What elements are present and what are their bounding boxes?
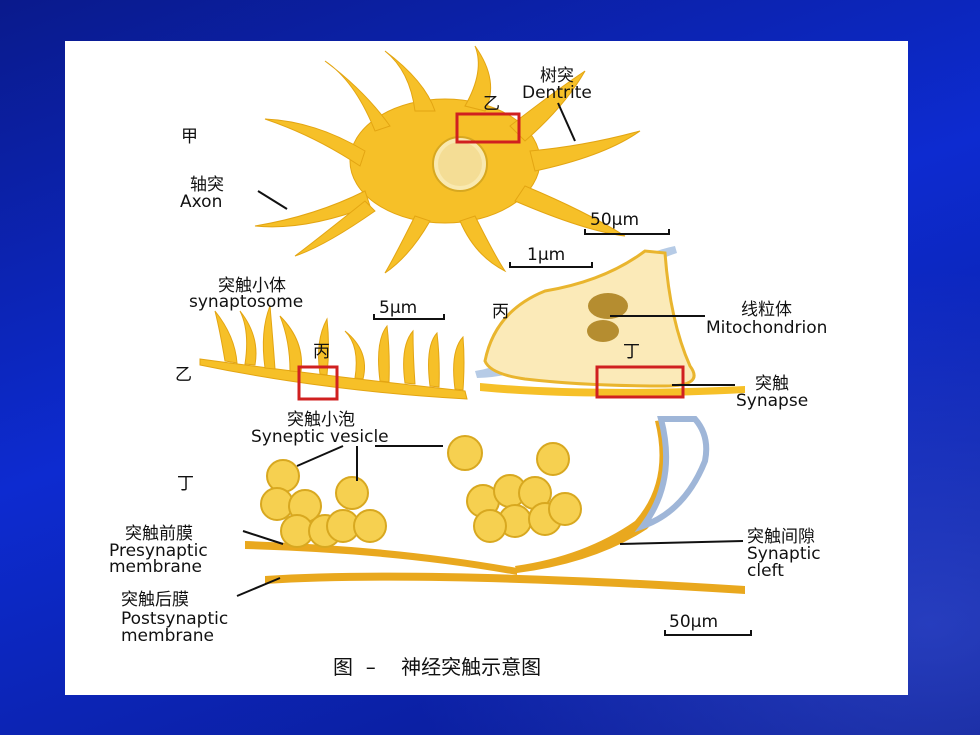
highlight-box-bing [297,365,339,401]
scale-bar-50um-bottom [664,630,752,636]
label-bing-right: 丙 [492,302,509,322]
scale-label-50um-bottom: 50μm [669,612,719,632]
scale-bar-5um [373,314,445,320]
scale-label-50um-top: 50μm [590,210,640,230]
label-post-zh: 突触后膜 [121,590,189,610]
label-dendrite-zh: 树突 [540,66,574,86]
label-mito-en: Mitochondrion [706,318,828,338]
scale-label-5um: 5μm [379,298,418,318]
label-cleft-en1: Synaptic [747,544,821,564]
slide: 甲 乙 树突 Dentrite 轴突 Axon 50μm 1μm 突触小体 sy… [65,41,908,695]
highlight-box-ding [595,365,685,399]
label-ding-left: 丁 [177,474,194,494]
scale-bar-50um-top [584,229,670,235]
label-axon-en: Axon [180,192,223,212]
label-ding-right: 丁 [623,342,640,362]
label-mito-zh: 线粒体 [741,300,792,320]
label-vesicle-en: Syneptic vesicle [251,427,389,447]
label-dendrite-en: Dentrite [522,83,592,103]
synaptic-terminal [475,246,745,397]
label-yi-top: 乙 [483,94,500,114]
synapse-detail [245,416,745,594]
label-jia: 甲 [181,127,198,147]
label-synaptosome-en: synaptosome [189,292,304,312]
label-synaptosome-zh: 突触小体 [218,276,286,296]
synapse-diagram [199,45,745,597]
label-cleft-en2: cleft [747,561,784,581]
synaptic-vesicles [260,435,582,548]
label-vesicle-zh: 突触小泡 [287,410,355,430]
synaptosome-strip [199,305,468,400]
label-post-en1: Postsynaptic [121,609,229,629]
highlight-box-yi [455,112,521,144]
label-cleft-zh: 突触间隙 [747,527,815,547]
scale-label-1um: 1μm [527,245,566,265]
label-pre-en2: membrane [109,557,203,577]
scale-bar-1um [509,262,593,268]
label-pre-en1: Presynaptic [109,541,208,561]
figure-caption: 图 – 神经突触示意图 [333,655,542,679]
label-pre-zh: 突触前膜 [125,524,193,544]
label-post-en2: membrane [121,626,215,646]
label-synapse-en: Synapse [736,391,809,411]
label-bing-mid: 丙 [313,342,330,362]
label-yi-left: 乙 [175,365,192,385]
label-axon-zh: 轴突 [190,175,224,195]
label-synapse-zh: 突触 [755,374,789,394]
